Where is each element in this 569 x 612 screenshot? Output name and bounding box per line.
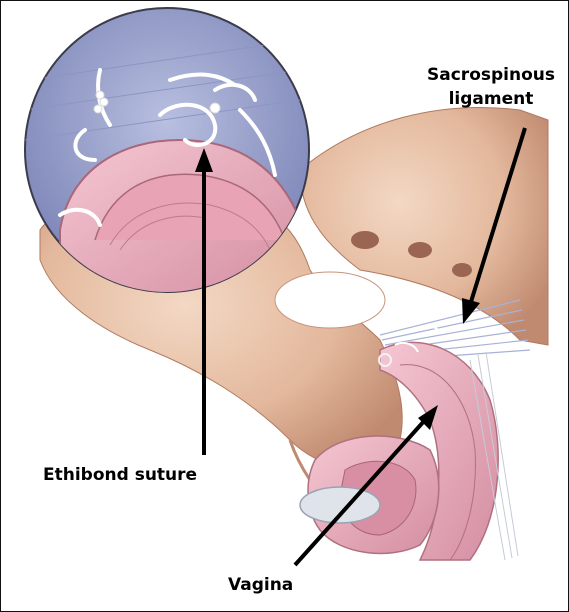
label-ethibond-suture: Ethibond suture — [43, 465, 197, 485]
label-sacrospinous-line1: Sacrospinous — [427, 63, 555, 87]
label-sacrospinous-ligament: Sacrospinous ligament — [427, 63, 555, 111]
label-sacrospinous-line2: ligament — [427, 87, 555, 111]
label-vagina: Vagina — [228, 575, 293, 595]
